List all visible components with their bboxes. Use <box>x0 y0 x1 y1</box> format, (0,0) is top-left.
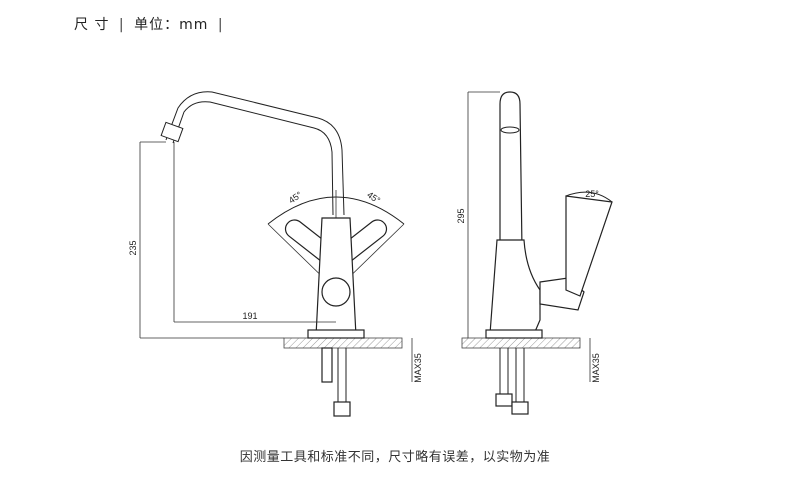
disclaimer-note: 因测量工具和标准不同，尺寸略有误差，以实物为准 <box>239 450 551 465</box>
front-spout-outer <box>165 91 345 216</box>
side-lever-handle <box>565 195 613 297</box>
front-base <box>307 329 365 339</box>
side-faucet-body <box>489 239 541 335</box>
dim-front-max: MAX35 <box>413 353 423 383</box>
side-angle-arc <box>565 191 613 203</box>
dim-side-height: 295 <box>456 208 466 223</box>
side-counter <box>461 337 581 349</box>
side-hose-nut-right <box>511 401 529 415</box>
dim-side-angle: 25° <box>585 189 599 199</box>
side-hose-left <box>499 348 509 398</box>
front-faucet-body <box>315 217 357 337</box>
side-aerator <box>500 126 520 134</box>
side-hose-right <box>515 348 525 404</box>
front-spout-inner <box>172 101 334 216</box>
dim-angle-left: 45° <box>287 189 304 205</box>
front-cartridge <box>321 277 351 307</box>
side-spout <box>499 91 523 251</box>
aerator <box>160 121 184 143</box>
side-view <box>461 91 613 415</box>
front-view <box>139 91 413 417</box>
front-hose-nut <box>333 401 351 417</box>
dim-front-reach: 191 <box>242 311 257 321</box>
front-shank <box>321 347 333 383</box>
side-base <box>485 329 543 339</box>
front-counter <box>283 337 403 349</box>
dim-front-height: 235 <box>128 240 138 255</box>
front-hose <box>337 348 347 405</box>
side-hose-nut-left <box>495 393 513 407</box>
side-dimension-labels: 295 25° MAX35 <box>456 189 601 383</box>
separator: | <box>217 17 224 33</box>
header: 尺 寸 | 单位：mm | <box>74 14 228 34</box>
dim-side-max: MAX35 <box>591 353 601 383</box>
separator: | <box>118 17 125 33</box>
unit-label: 单位：mm <box>134 17 209 33</box>
page-title: 尺 寸 <box>74 17 110 33</box>
